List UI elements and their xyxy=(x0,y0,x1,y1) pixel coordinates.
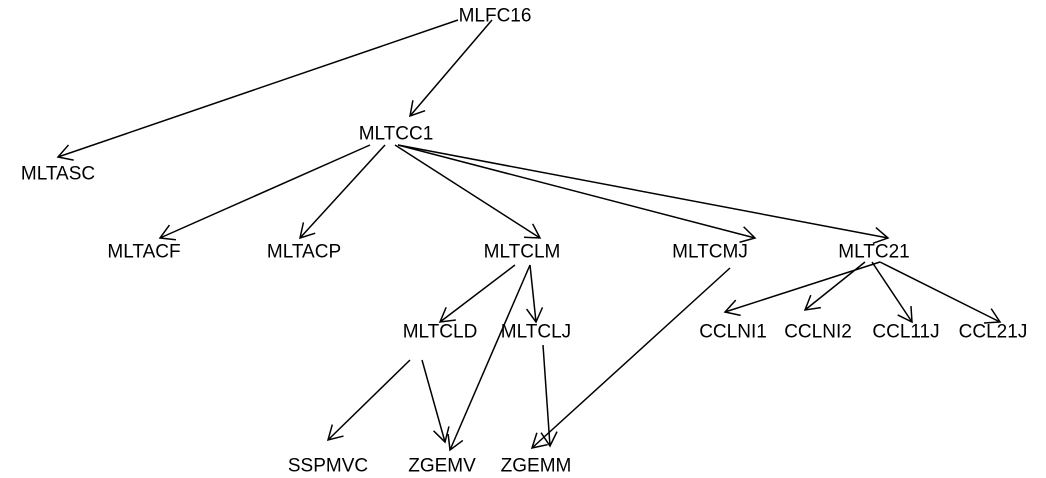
arrowhead-icon xyxy=(447,434,464,452)
arrowhead-icon xyxy=(523,223,542,239)
node-mlfc16: MLFC16 xyxy=(458,5,532,27)
node-mltclj: MLTCLJ xyxy=(500,321,572,343)
arrowhead-icon xyxy=(525,307,544,324)
edge-mltc21-to-ccl11j xyxy=(871,261,913,324)
edge-mltc21-to-cclni1 xyxy=(723,261,881,317)
arrowhead-icon xyxy=(158,224,176,241)
node-mltcc1: MLTCC1 xyxy=(358,123,434,145)
arrowhead-icon xyxy=(438,306,456,323)
edge-line xyxy=(879,261,1001,323)
node-sspmvc: SSPMVC xyxy=(287,455,369,477)
arrowhead-icon xyxy=(326,424,344,442)
edge-line xyxy=(394,144,541,239)
edge-mltclm-to-zgemv xyxy=(447,264,531,452)
edge-mltcc1-to-mltc21 xyxy=(397,144,890,244)
edge-line xyxy=(397,144,756,239)
edge-line xyxy=(529,264,537,323)
node-mltacf: MLTACF xyxy=(107,241,181,263)
node-ccl21j: CCL21J xyxy=(958,321,1028,343)
edge-line xyxy=(531,267,731,449)
edge-line xyxy=(421,359,446,443)
edge-mltcc1-to-mltacp xyxy=(298,144,386,240)
edge-line xyxy=(299,144,386,239)
node-mltc21: MLTC21 xyxy=(838,241,910,263)
edge-line xyxy=(439,264,516,323)
edge-line xyxy=(159,144,371,239)
node-mltcld: MLTCLD xyxy=(402,321,478,343)
arrowhead-icon xyxy=(983,308,1002,324)
edge-line xyxy=(57,19,459,158)
arrowhead-icon xyxy=(872,226,890,244)
node-mltacp: MLTACP xyxy=(266,241,342,263)
edge-line xyxy=(871,261,913,323)
edge-mltcld-to-sspmvc xyxy=(326,359,411,442)
node-cclni2: CCLNI2 xyxy=(784,321,852,343)
arrowhead-icon xyxy=(803,294,821,311)
arrowhead-icon xyxy=(298,222,316,240)
node-zgemm: ZGEMM xyxy=(500,455,572,477)
arrowhead-icon xyxy=(723,299,741,317)
edge-mltcc1-to-mltcmj xyxy=(397,144,757,243)
edge-mltc21-to-cclni2 xyxy=(803,261,866,311)
edge-mltclm-to-mltcld xyxy=(438,264,516,323)
arrowhead-icon xyxy=(530,432,548,450)
arrowhead-icon xyxy=(897,305,913,324)
node-mltclm: MLTCLM xyxy=(483,241,561,263)
node-mltasc: MLTASC xyxy=(20,163,96,185)
arrowhead-icon xyxy=(739,226,757,243)
arrowhead-icon xyxy=(56,144,74,161)
arrowhead-icon xyxy=(409,100,426,118)
edge-mlfc16-to-mltasc xyxy=(56,19,459,161)
edge-mltcld-to-zgemv xyxy=(421,359,450,444)
edge-line xyxy=(397,144,889,239)
edge-line xyxy=(804,261,866,311)
edge-line xyxy=(449,264,531,451)
node-mltcmj: MLTCMJ xyxy=(672,241,748,263)
edge-mltclm-to-mltclj xyxy=(525,264,544,324)
node-ccl11j: CCL11J xyxy=(872,321,940,343)
edge-mlfc16-to-mltcc1 xyxy=(409,19,493,118)
edge-line xyxy=(542,344,551,447)
edge-mltclj-to-zgemm xyxy=(540,344,558,448)
edge-mltcc1-to-mltclm xyxy=(394,144,542,239)
edge-mltcc1-to-mltacf xyxy=(158,144,371,241)
node-cclni1: CCLNI1 xyxy=(699,321,767,343)
arrowhead-icon xyxy=(433,426,450,444)
edge-line xyxy=(327,359,411,441)
edge-mltc21-to-ccl21j xyxy=(879,261,1002,324)
edge-mltcmj-to-zgemm xyxy=(530,267,731,450)
edge-line xyxy=(409,19,493,117)
node-zgemv: ZGEMV xyxy=(408,455,476,477)
